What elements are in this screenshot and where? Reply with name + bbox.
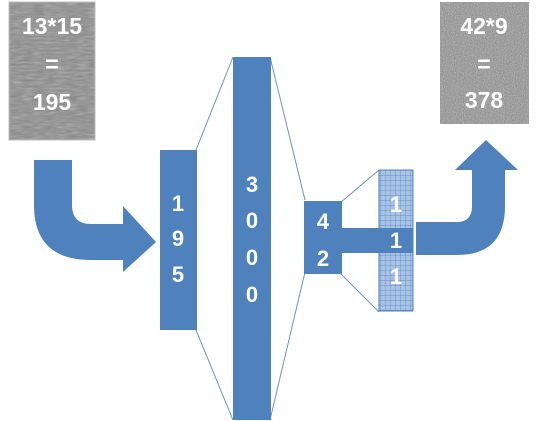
hidden-layer-block: 3 0 0 0 (233, 57, 271, 420)
bottleneck-char-2: 2 (317, 246, 329, 271)
output-image-line2: = (477, 51, 490, 77)
hidden-layer-char-4: 0 (246, 282, 258, 307)
input-image-line3: 195 (33, 89, 72, 115)
output-image-line3: 378 (465, 87, 504, 113)
output-units-grid: 1 1 1 (378, 169, 414, 312)
hidden-layer-char-2: 0 (246, 208, 258, 233)
output-arrow-icon (416, 140, 518, 255)
input-layer-char-1: 1 (172, 191, 184, 216)
output-unit-char-3: 1 (390, 264, 402, 289)
bottleneck-char-1: 4 (317, 209, 330, 234)
hidden-bottleneck-connectors (269, 56, 306, 421)
input-arrow-icon (34, 160, 156, 272)
bottleneck-layer-block: 4 2 (304, 201, 342, 274)
output-image-line1: 42*9 (460, 13, 507, 39)
input-layer-block: 1 9 5 (160, 150, 197, 330)
output-unit-char-1: 1 (390, 192, 402, 217)
input-image-line2: = (45, 51, 58, 77)
input-hidden-connectors (195, 56, 234, 421)
input-image-line1: 13*15 (22, 13, 82, 39)
output-unit-char-2: 1 (390, 228, 402, 253)
bottleneck-output-bar (342, 228, 382, 253)
bottleneck-output-connectors (339, 169, 380, 313)
input-layer-char-2: 9 (172, 226, 184, 251)
input-layer-char-3: 5 (172, 262, 184, 287)
hidden-layer-char-3: 0 (246, 245, 258, 270)
input-digit-image: 13*15 = 195 (8, 1, 96, 141)
hidden-layer-char-1: 3 (246, 172, 258, 197)
output-digit-image: 42*9 = 378 (440, 2, 529, 124)
